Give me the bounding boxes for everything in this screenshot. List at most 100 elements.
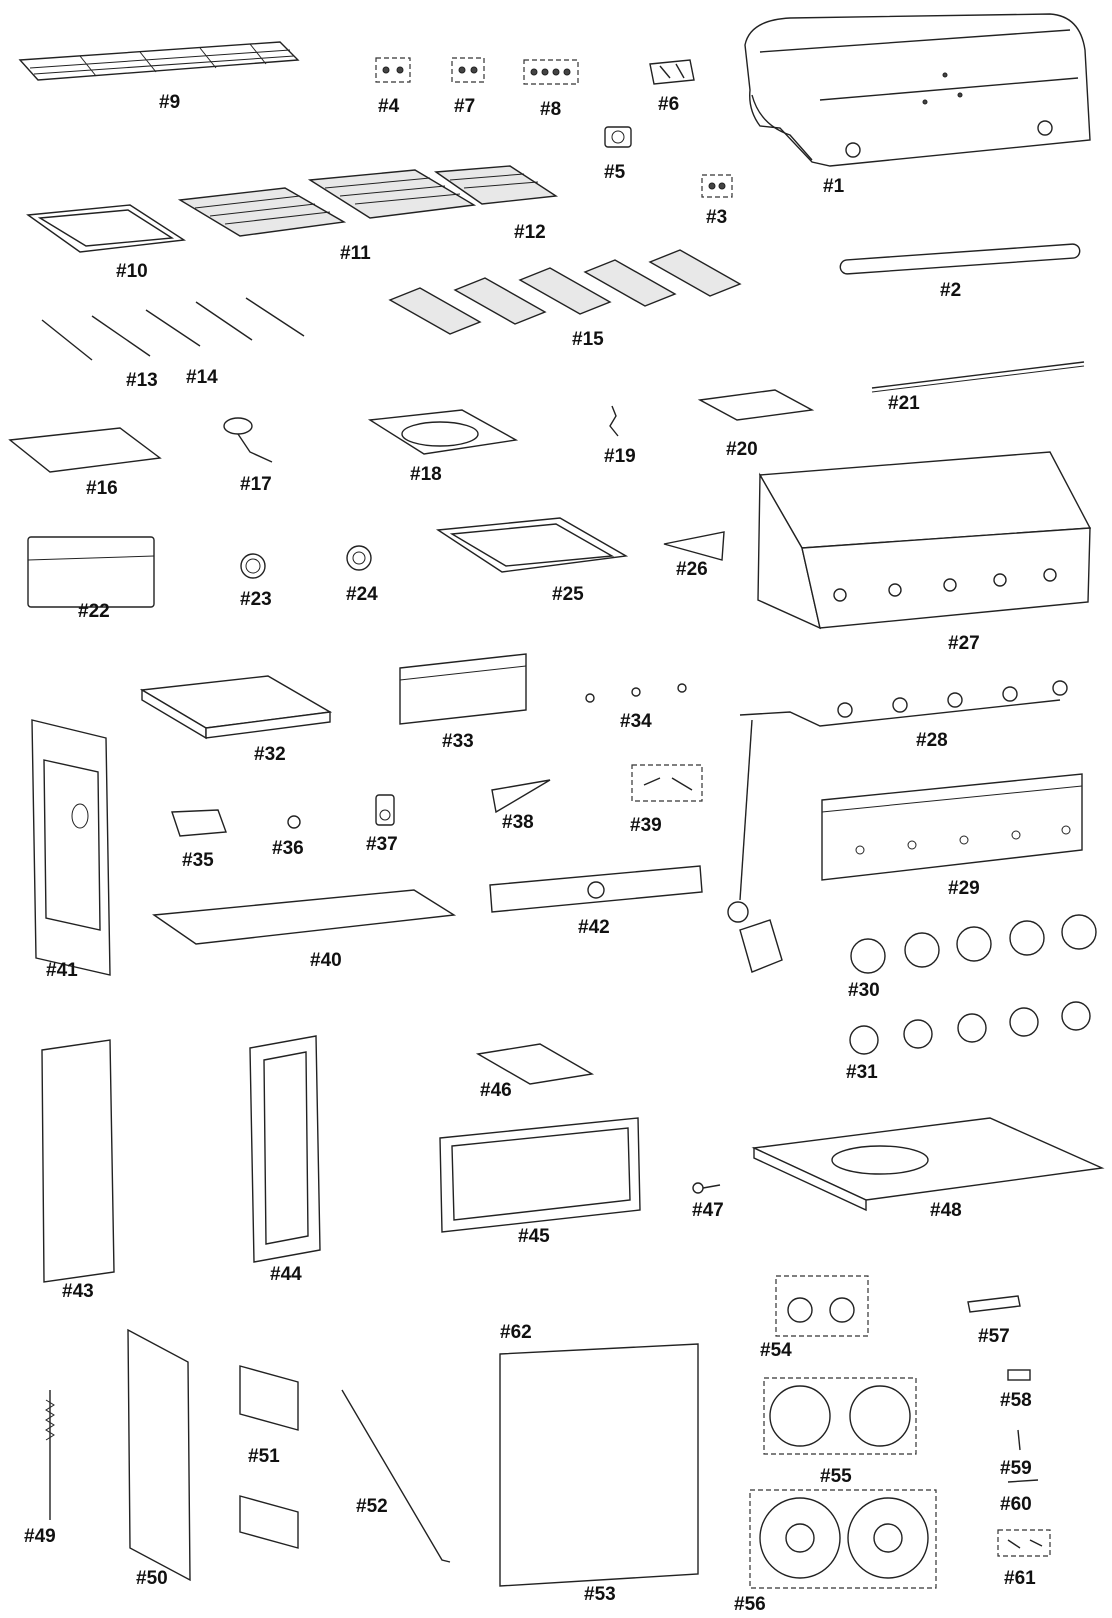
part-47-bolt — [692, 1182, 721, 1194]
label-6: #6 — [658, 94, 680, 115]
label-32: #32 — [254, 744, 286, 765]
part-3-box — [701, 174, 733, 198]
label-36: #36 — [272, 838, 304, 859]
label-58: #58 — [1000, 1390, 1032, 1411]
label-25: #25 — [552, 584, 584, 605]
part-43-panel — [41, 1039, 115, 1283]
part-24-bezel — [346, 545, 372, 571]
label-52: #52 — [356, 1496, 388, 1517]
label-11: #11 — [340, 243, 371, 264]
label-48: #48 — [930, 1200, 962, 1221]
part-13-14-burners — [41, 297, 305, 361]
label-31: #31 — [846, 1062, 878, 1083]
label-13: #13 — [126, 370, 158, 391]
part-39-box — [631, 764, 703, 802]
part-40-shelf — [152, 889, 457, 945]
label-46: #46 — [480, 1080, 512, 1101]
label-4: #4 — [378, 96, 400, 117]
label-56: #56 — [734, 1594, 766, 1615]
label-34: #34 — [620, 711, 652, 732]
label-24: #24 — [346, 584, 378, 605]
label-35: #35 — [182, 850, 214, 871]
label-19: #19 — [604, 446, 636, 467]
part-48-plate — [751, 1117, 1105, 1212]
label-33: #33 — [442, 731, 474, 752]
part-35-tray — [171, 809, 227, 837]
part-26-bracket — [663, 531, 725, 561]
part-38-bracket — [491, 779, 551, 814]
label-9: #9 — [159, 92, 181, 113]
label-28: #28 — [916, 730, 948, 751]
part-34-nuts — [585, 683, 687, 703]
part-10-frame — [26, 204, 187, 253]
label-26: #26 — [676, 559, 708, 580]
label-16: #16 — [86, 478, 118, 499]
part-44-frame — [249, 1035, 321, 1263]
part-54-casters — [775, 1275, 869, 1337]
label-50: #50 — [136, 1568, 168, 1589]
label-23: #23 — [240, 589, 272, 610]
label-41: #41 — [46, 960, 78, 981]
label-2: #2 — [940, 280, 962, 301]
part-31-knobs — [849, 1001, 1091, 1055]
part-22-panel — [27, 536, 155, 608]
part-12-grate — [433, 165, 559, 205]
label-45: #45 — [518, 1226, 550, 1247]
part-49-spring — [45, 1390, 55, 1520]
label-59: #59 — [1000, 1458, 1032, 1479]
label-15: #15 — [572, 329, 604, 350]
label-57: #57 — [978, 1326, 1010, 1347]
part-11-grates — [177, 169, 477, 237]
label-62: #62 — [500, 1322, 532, 1343]
part-7-box — [451, 57, 485, 83]
label-38: #38 — [502, 812, 534, 833]
part-57-bracket — [967, 1295, 1021, 1313]
part-33-panel — [399, 653, 527, 725]
label-8: #8 — [540, 99, 562, 120]
part-5-badge — [604, 126, 632, 148]
part-45-frame — [439, 1117, 641, 1233]
part-58-clip — [1007, 1369, 1031, 1381]
part-36-knob — [287, 815, 301, 829]
part-50-back-panel — [127, 1328, 191, 1582]
part-55-hubcaps — [763, 1377, 917, 1455]
part-21-rail — [871, 361, 1085, 393]
label-47: #47 — [692, 1200, 724, 1221]
label-61: #61 — [1004, 1568, 1036, 1589]
part-8-box — [523, 59, 579, 85]
part-59-60-hooks — [1007, 1429, 1039, 1483]
label-60: #60 — [1000, 1494, 1032, 1515]
label-17: #17 — [240, 474, 272, 495]
label-44: #44 — [270, 1264, 302, 1285]
label-1: #1 — [823, 176, 845, 197]
part-28-manifold — [727, 680, 1068, 973]
label-18: #18 — [410, 464, 442, 485]
part-46-bracket — [475, 1043, 595, 1085]
part-42-rail — [489, 865, 703, 913]
part-51-vents — [239, 1365, 299, 1549]
part-16-side-table — [8, 427, 162, 473]
label-22: #22 — [78, 601, 110, 622]
part-32-shelf — [139, 675, 333, 740]
label-29: #29 — [948, 878, 980, 899]
label-53: #53 — [584, 1584, 616, 1605]
part-15-flame-tamers — [388, 249, 742, 335]
part-9-warming-rack — [18, 41, 300, 81]
label-39: #39 — [630, 815, 662, 836]
part-18-bowl — [367, 409, 519, 455]
part-53-door — [499, 1343, 699, 1587]
label-10: #10 — [116, 261, 148, 282]
label-40: #40 — [310, 950, 342, 971]
label-30: #30 — [848, 980, 880, 1001]
label-37: #37 — [366, 834, 398, 855]
label-7: #7 — [454, 96, 476, 117]
label-42: #42 — [578, 917, 610, 938]
part-52-rod — [341, 1389, 451, 1563]
label-14: #14 — [186, 367, 218, 388]
label-3: #3 — [706, 207, 728, 228]
label-27: #27 — [948, 633, 980, 654]
label-51: #51 — [248, 1446, 280, 1467]
part-1-lid — [744, 13, 1091, 167]
